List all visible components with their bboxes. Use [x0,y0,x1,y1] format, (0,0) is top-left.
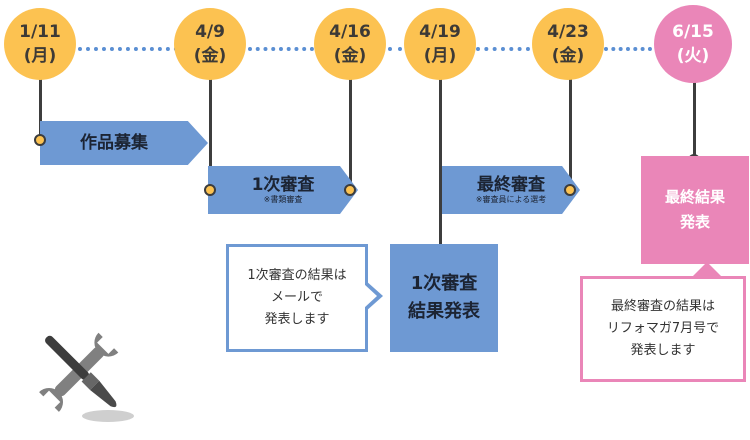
date-pin [39,78,42,140]
date-circle: 4/16 (金) [314,8,386,80]
phase-label: 1次審査 [251,175,315,195]
weekday-label: (金) [333,46,367,66]
pin-node [564,184,576,196]
callout-pointer [364,284,377,308]
first-result-line2: 結果発表 [408,301,480,322]
date-label: 1/11 [19,22,61,42]
first-result-box: 1次審査 結果発表 [390,244,498,352]
date-pin [349,78,352,190]
wrench-and-paintbrush-icon [39,332,134,422]
pin-node [34,134,46,146]
final-result-callout: 最終審査の結果は リフォマガ7月号で 発表します [580,276,746,382]
date-label: 4/23 [547,22,589,42]
callout-line: 発表します [630,343,696,358]
weekday-label: (金) [551,46,585,66]
callout-pointer [691,262,723,278]
callout-line: 発表します [264,312,330,327]
final-result-line1: 最終結果 [664,188,725,206]
first-result-callout: 1次審査の結果は メールで 発表します [226,244,368,352]
final-review-arrow: 最終審査 ※審査員による選考 [442,166,580,214]
date-pin [209,78,212,190]
pin-node [344,184,356,196]
date-circle: 1/11 (月) [4,8,76,80]
date-pin [439,78,442,252]
first-review-arrow: 1次審査 ※書類審査 [208,166,358,214]
phase-label: 作品募集 [80,133,148,153]
pin-node [204,184,216,196]
date-circle: 4/23 (金) [532,8,604,80]
weekday-label: (月) [423,46,457,66]
final-result-line2: 発表 [679,213,710,231]
date-circle: 4/9 (金) [174,8,246,80]
callout-line: 最終審査の結果は [610,299,715,314]
phase-note: ※書類審査 [263,195,303,204]
final-result-box: 最終結果 発表 [641,156,749,264]
weekday-label: (金) [193,46,227,66]
entry-period-arrow: 作品募集 [40,121,208,165]
phase-note: ※審査員による選考 [475,195,547,204]
timeline-dots [476,47,530,51]
timeline-dots [604,47,652,51]
weekday-label: (火) [676,46,710,66]
timeline-dots [78,47,178,51]
timeline-dots [248,47,314,51]
final-date-circle: 6/15 (火) [654,5,732,83]
date-circle: 4/19 (月) [404,8,476,80]
phase-label: 最終審査 [477,175,545,195]
date-label: 4/16 [329,22,371,42]
date-label: 6/15 [672,22,714,42]
date-label: 4/19 [419,22,461,42]
first-result-line1: 1次審査 [410,273,478,294]
callout-line: 1次審査の結果は [247,268,347,283]
callout-line: メールで [270,290,323,305]
timeline-dots [388,47,402,51]
weekday-label: (月) [23,46,57,66]
date-label: 4/9 [195,22,225,42]
date-pin [693,80,696,160]
callout-line: リフォマガ7月号で [606,321,720,336]
date-pin [569,78,572,190]
